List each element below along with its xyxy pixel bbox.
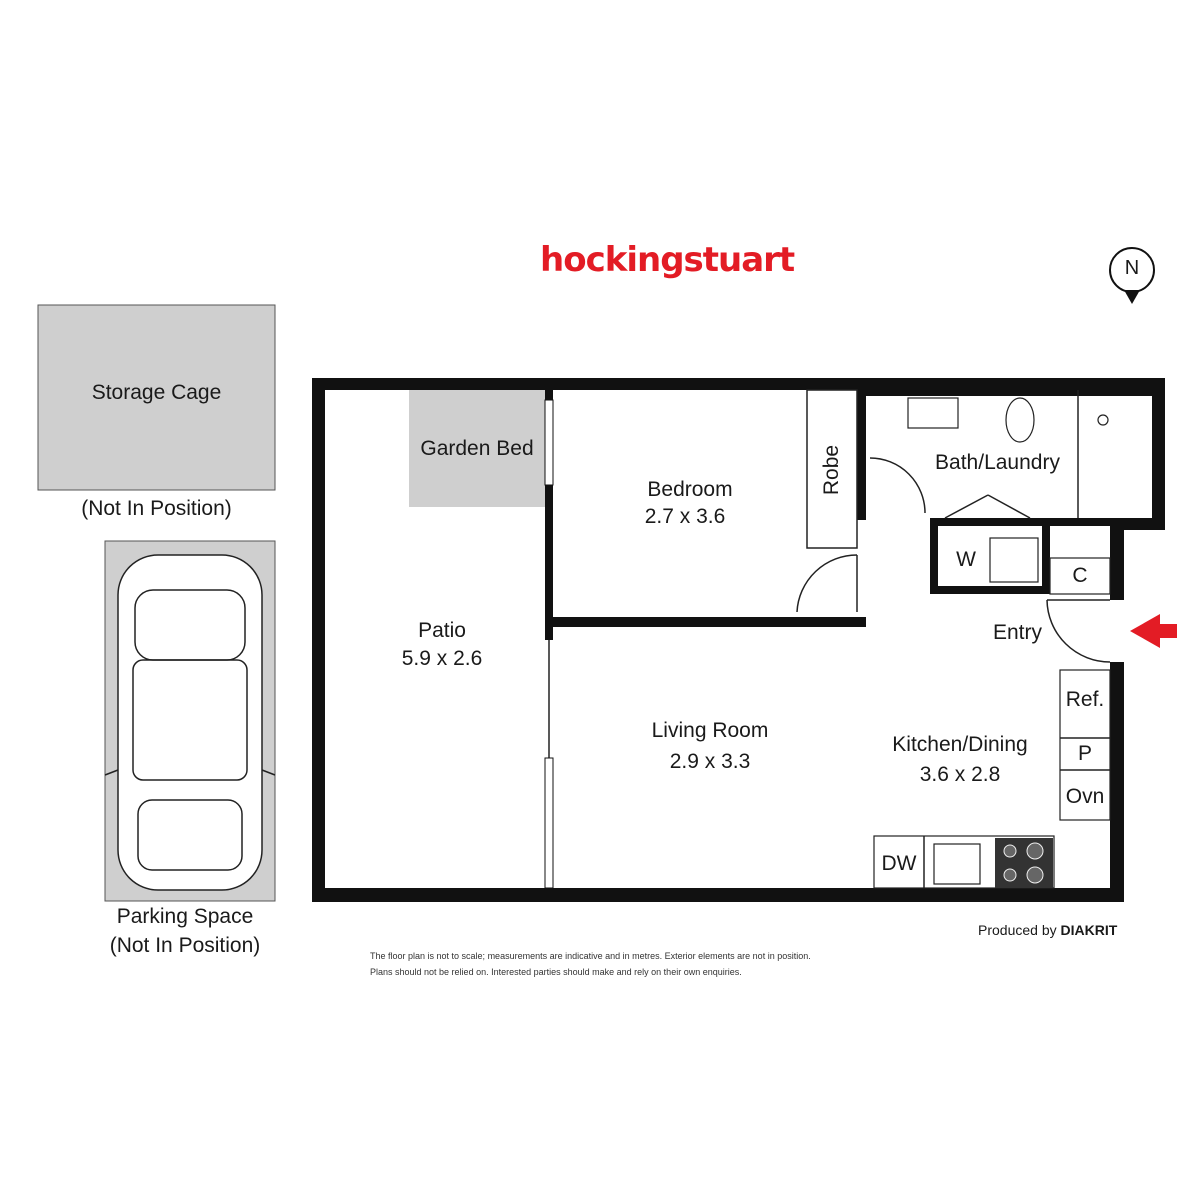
patio-size: 5.9 x 2.6 — [401, 647, 483, 670]
compass-label: N — [1124, 257, 1140, 279]
storage-cage-note: (Not In Position) — [81, 497, 232, 520]
entry-arrow-icon — [1130, 614, 1177, 648]
kitchen-size: 3.6 x 2.8 — [919, 763, 1001, 786]
washer-label: W — [956, 548, 976, 571]
bath-label: Bath/Laundry — [935, 451, 1060, 474]
patio-label: Patio — [418, 619, 466, 642]
car-icon — [104, 554, 276, 891]
brand-logo: hockingstuart — [540, 240, 795, 280]
parking-label: Parking Space — [116, 905, 254, 928]
produced-by-prefix: Produced by — [978, 922, 1057, 938]
garden-bed-label: Garden Bed — [420, 437, 534, 460]
kitchen-label: Kitchen/Dining — [892, 733, 1028, 756]
parking-note: (Not In Position) — [109, 934, 261, 957]
produced-by: Produced by DIAKRIT — [978, 922, 1117, 938]
produced-by-brand: DIAKRIT — [1060, 922, 1118, 938]
entry-label: Entry — [992, 621, 1042, 644]
cupboard-label: C — [1072, 564, 1088, 587]
bedroom-label: Bedroom — [647, 478, 733, 501]
compass-icon — [1109, 247, 1155, 304]
disclaimer-line-2: Plans should not be relied on. Intereste… — [370, 967, 742, 977]
oven-label: Ovn — [1065, 785, 1105, 808]
fridge-label: Ref. — [1065, 688, 1105, 711]
storage-cage-label: Storage Cage — [91, 381, 222, 404]
robe-label: Robe — [820, 444, 843, 496]
living-label: Living Room — [651, 719, 769, 742]
pantry-label: P — [1077, 742, 1092, 765]
disclaimer-line-1: The floor plan is not to scale; measurem… — [370, 951, 811, 961]
living-size: 2.9 x 3.3 — [669, 750, 751, 773]
garden-bed — [409, 390, 545, 507]
dishwasher-label: DW — [881, 852, 917, 875]
bedroom-size: 2.7 x 3.6 — [644, 505, 726, 528]
storage-cage — [37, 304, 276, 491]
